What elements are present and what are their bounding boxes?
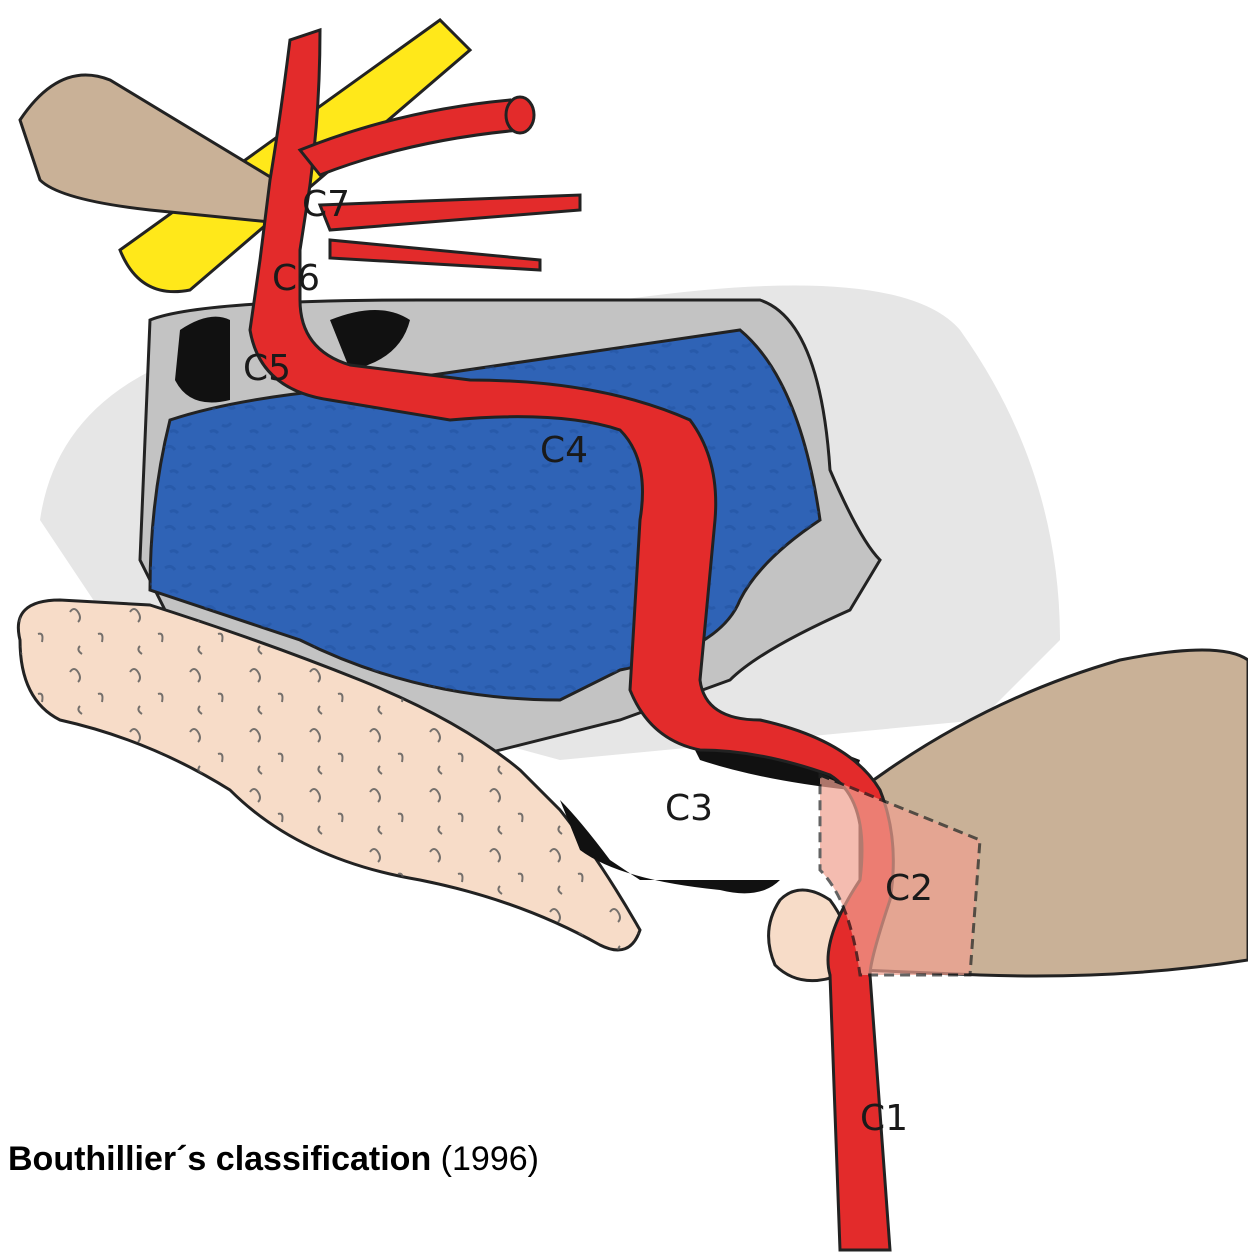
figure-caption: Bouthillier´s classification (1996)	[8, 1140, 539, 1179]
segment-label-c4: C4	[540, 430, 588, 471]
shadow-c5	[175, 317, 230, 403]
segment-label-c5: C5	[243, 348, 291, 389]
branch-low	[330, 240, 540, 270]
segment-label-c3: C3	[665, 788, 713, 829]
branch-mid	[320, 195, 580, 230]
segment-label-c7: C7	[302, 184, 350, 225]
segment-label-c6: C6	[272, 258, 320, 299]
caption-title: Bouthillier´s classification	[8, 1140, 431, 1178]
segment-label-c2: C2	[885, 868, 933, 909]
caption-year: (1996)	[441, 1140, 539, 1178]
branch-upper-end	[506, 97, 534, 133]
segment-label-c1: C1	[860, 1098, 908, 1139]
